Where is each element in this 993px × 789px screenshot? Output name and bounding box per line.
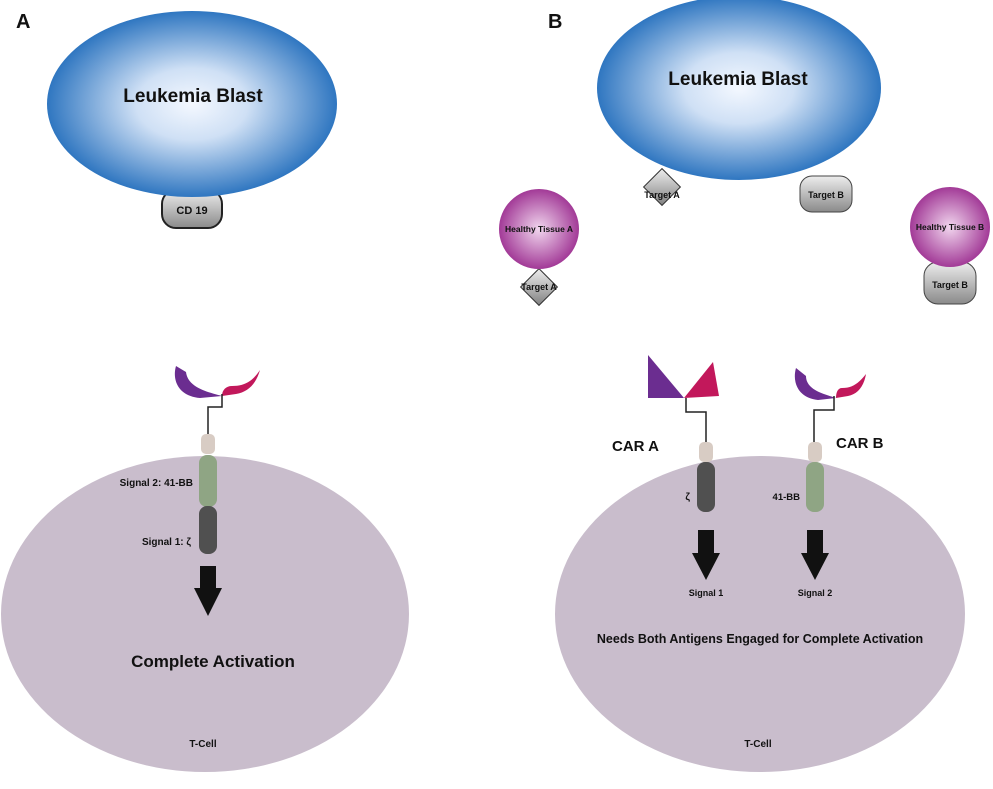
panel-b-target-b-antigen: [799, 175, 853, 213]
panel-a-activation-label: Complete Activation: [131, 652, 295, 671]
panel-b-car-a-hinge: [699, 442, 713, 462]
panel-a-signal1-label: Signal 1: ζ: [142, 537, 191, 548]
panel-a: A Leukemia Blast CD 19 Signal 2: 41-BB S…: [1, 11, 409, 772]
panel-a-tcell: [1, 456, 409, 772]
panel-a-41bb-domain: [199, 455, 217, 507]
panel-b-signal1-arrow-icon: [692, 530, 720, 580]
panel-b-healthy-a-label: Healthy Tissue A: [505, 224, 573, 234]
panel-b-healthy-target-b-label: Target B: [932, 280, 968, 290]
panel-b-blast-label: Leukemia Blast: [668, 69, 808, 90]
panel-b-leukemia-blast: [597, 0, 881, 180]
panel-a-tcell-label: T-Cell: [189, 739, 216, 750]
panel-b-healthy-target-a-label: Target A: [521, 282, 557, 292]
panel-a-receptor-linker: [207, 394, 223, 436]
panel-b-healthy-tissue-b: [910, 187, 990, 267]
panel-b-car-a-scfv-light-icon: [684, 362, 719, 398]
panel-b-car-b-scfv-light-icon: [836, 374, 866, 398]
panel-b-car-b-linker: [813, 396, 835, 444]
panel-a-zeta-domain: [199, 506, 217, 554]
panel-b-tcell-label: T-Cell: [744, 739, 771, 750]
panel-b-target-b-label: Target B: [808, 190, 844, 200]
panel-a-hinge: [201, 434, 215, 454]
panel-a-scfv-heavy-icon: [174, 366, 222, 398]
panel-a-cd19-label: CD 19: [176, 205, 207, 217]
panel-b-healthy-target-a-antigen: [519, 267, 559, 307]
panel-b-41bb-label: 41-BB: [773, 492, 801, 503]
panel-b-zeta-label: ζ: [685, 492, 690, 503]
panel-b-tcell: [555, 456, 965, 772]
panel-a-signal2-label: Signal 2: 41-BB: [120, 478, 193, 489]
panel-b-car-b-scfv-heavy-icon: [794, 368, 836, 400]
panel-b-car-b-label: CAR B: [836, 435, 884, 452]
panel-b-signal2-arrow-icon: [801, 530, 829, 580]
panel-a-activation-arrow-icon: [194, 566, 222, 616]
panel-b-letter: B: [548, 11, 562, 33]
panel-b-car-b-41bb-domain: [806, 462, 824, 512]
panel-b-signal1-label: Signal 1: [689, 588, 724, 598]
panel-b-healthy-b-label: Healthy Tissue B: [916, 222, 984, 232]
panel-a-scfv-light-icon: [222, 370, 260, 396]
panel-b-target-a-antigen: [642, 167, 682, 207]
panel-b-car-a-linker: [685, 398, 707, 444]
panel-b-activation-label: Needs Both Antigens Engaged for Complete…: [597, 632, 923, 646]
panel-a-leukemia-blast: [47, 11, 337, 197]
panel-b-car-a-label: CAR A: [612, 438, 659, 455]
panel-b: B Leukemia Blast Target A Target B Healt…: [499, 0, 990, 772]
panel-b-target-a-label: Target A: [644, 190, 680, 200]
panel-b-signal2-label: Signal 2: [798, 588, 833, 598]
panel-b-car-a-zeta-domain: [697, 462, 715, 512]
panel-b-car-a-scfv-heavy-icon: [648, 355, 684, 398]
panel-b-healthy-tissue-a: [499, 189, 579, 269]
panel-a-letter: A: [16, 11, 30, 33]
panel-a-blast-label: Leukemia Blast: [123, 86, 263, 107]
panel-b-car-b-hinge: [808, 442, 822, 462]
